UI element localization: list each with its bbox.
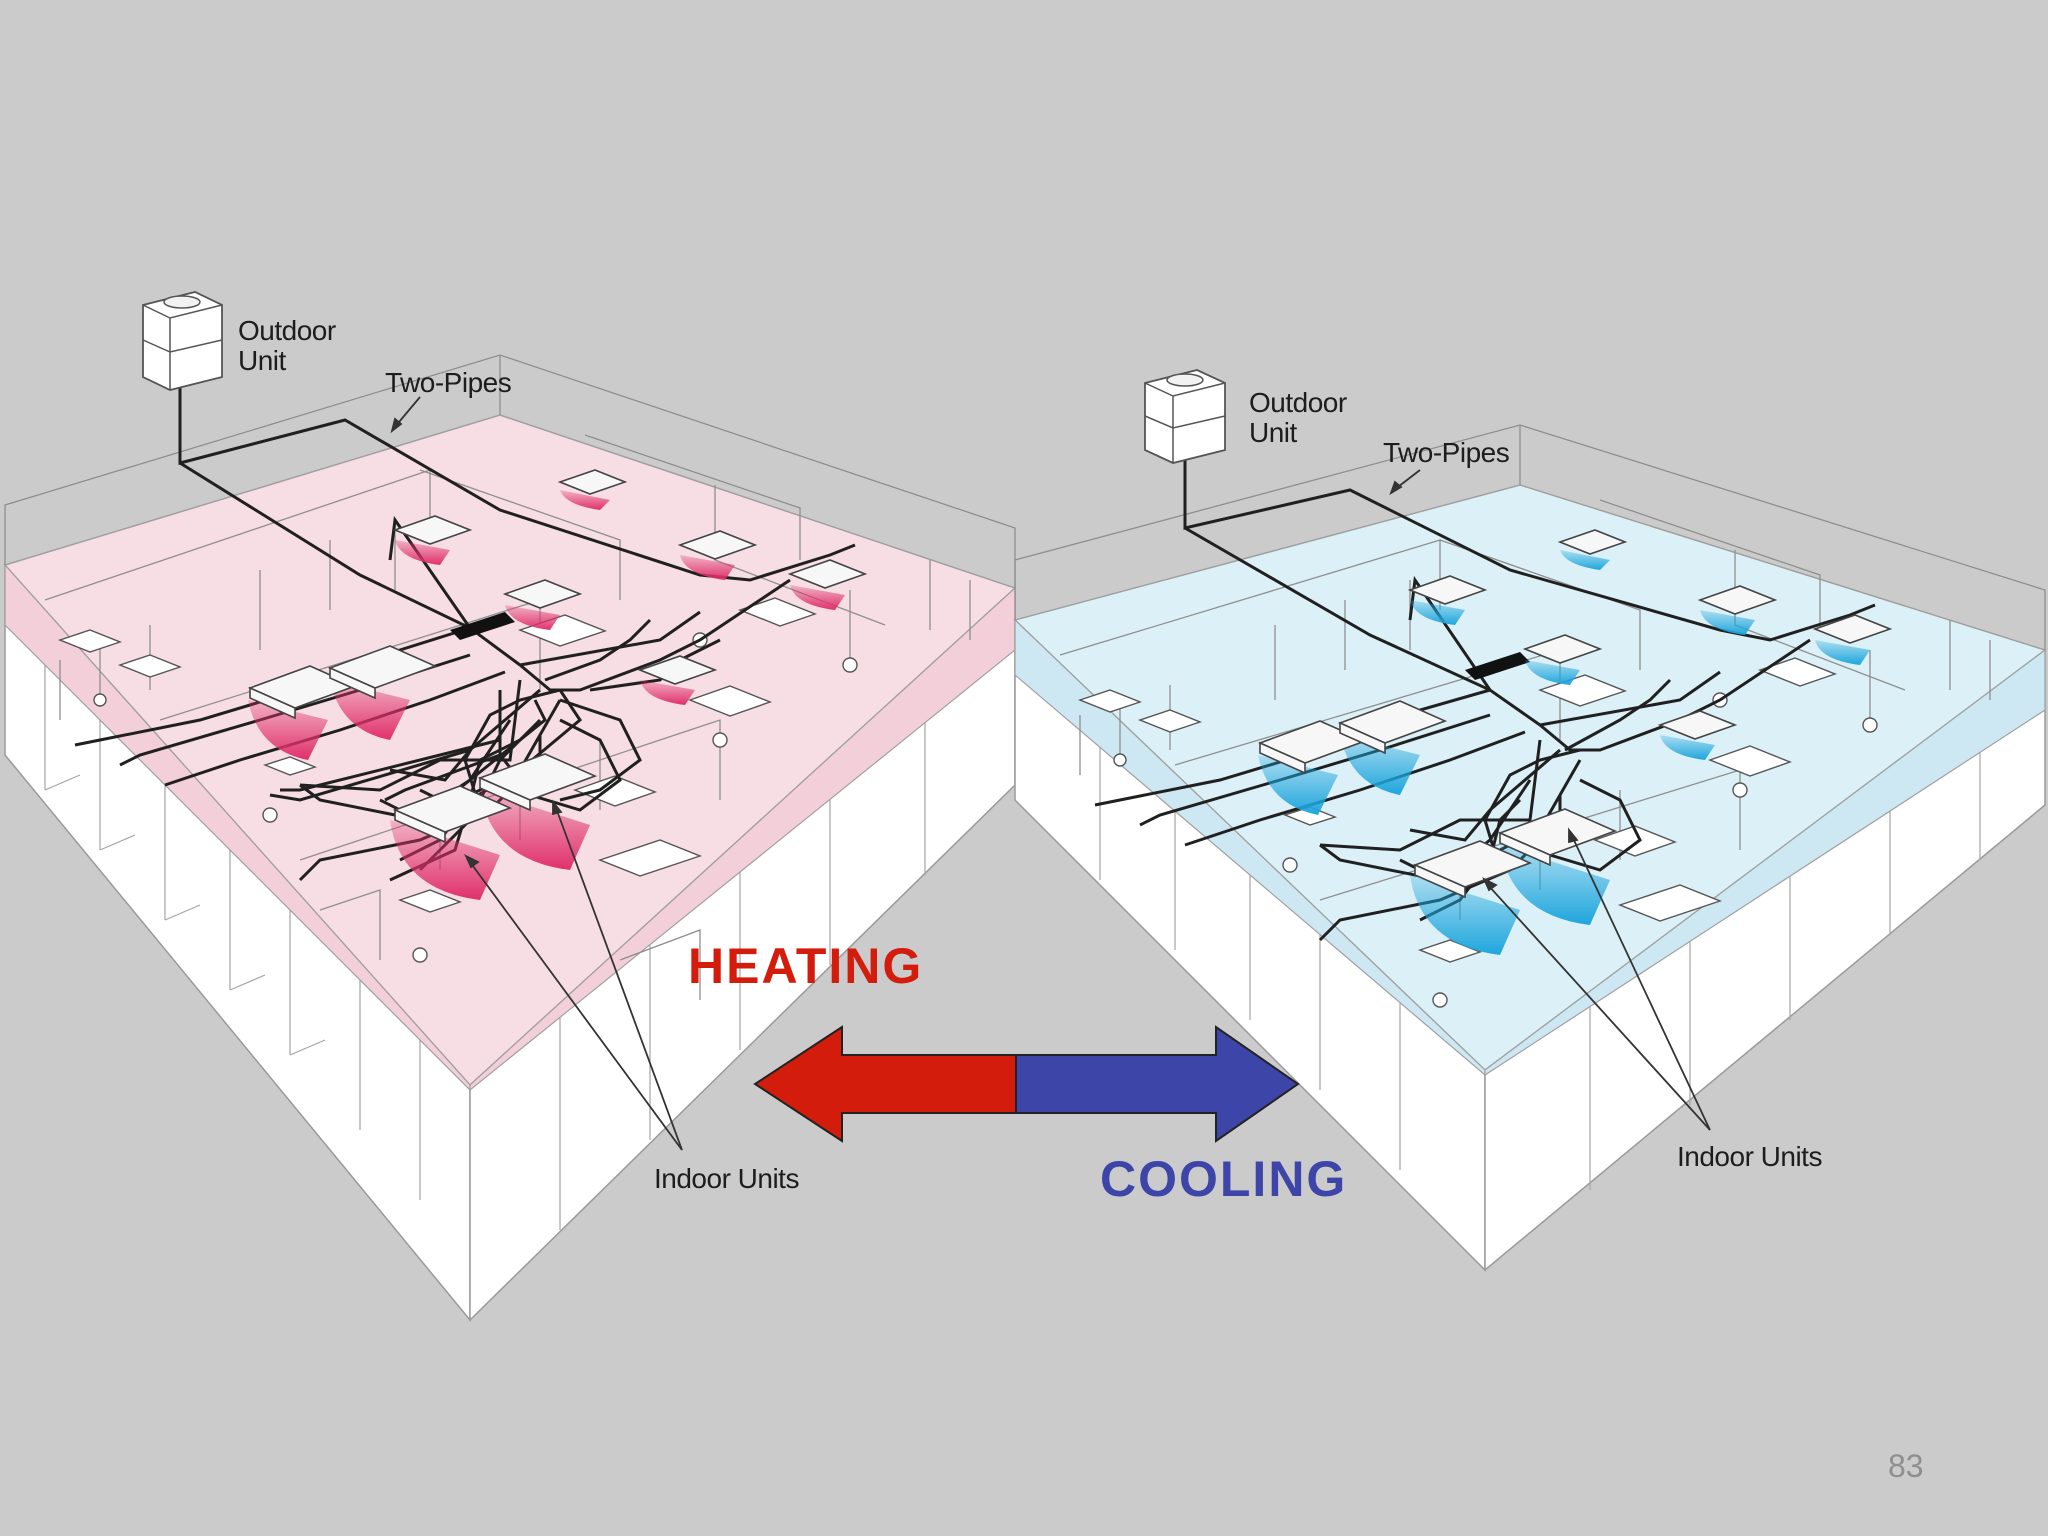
cooling-leader-lines — [1389, 469, 1711, 1131]
cooling-building — [1013, 369, 2047, 1272]
heating-indoor-units-label: Indoor Units — [654, 1163, 799, 1194]
heating-outdoor-unit-label: Outdoor Unit — [238, 315, 336, 376]
cooling-furniture — [1077, 657, 1878, 1008]
heating-building — [3, 291, 1017, 1323]
cooling-pipe-manifold — [1465, 652, 1530, 680]
cooling-arrow — [1015, 1025, 1300, 1143]
heating-pipe-manifold — [450, 612, 515, 640]
page-number: 83 — [1888, 1448, 1924, 1484]
cooling-outdoor-unit — [1144, 369, 1226, 464]
cooling-lower-partitions — [1099, 700, 1981, 1190]
heating-lower-partitions — [44, 610, 926, 1230]
heating-mode-label: HEATING — [688, 938, 924, 994]
heating-leader-lines — [390, 396, 683, 1151]
cooling-outdoor-unit-label: Outdoor Unit — [1249, 387, 1347, 448]
heating-outdoor-unit — [142, 291, 223, 391]
cooling-front-wall-right — [1484, 648, 2046, 1077]
cooling-indoor-units — [1257, 529, 1893, 955]
heating-furniture — [57, 597, 858, 963]
heating-arrow — [753, 1025, 1017, 1143]
heating-two-pipes-label: Two-Pipes — [385, 367, 512, 398]
cooling-mode-label: COOLING — [1100, 1151, 1348, 1207]
cooling-indoor-units-label: Indoor Units — [1677, 1141, 1822, 1172]
mode-double-arrow — [753, 1025, 1300, 1143]
cooling-two-pipes-label: Two-Pipes — [1383, 437, 1510, 468]
heating-indoor-units — [247, 469, 868, 900]
